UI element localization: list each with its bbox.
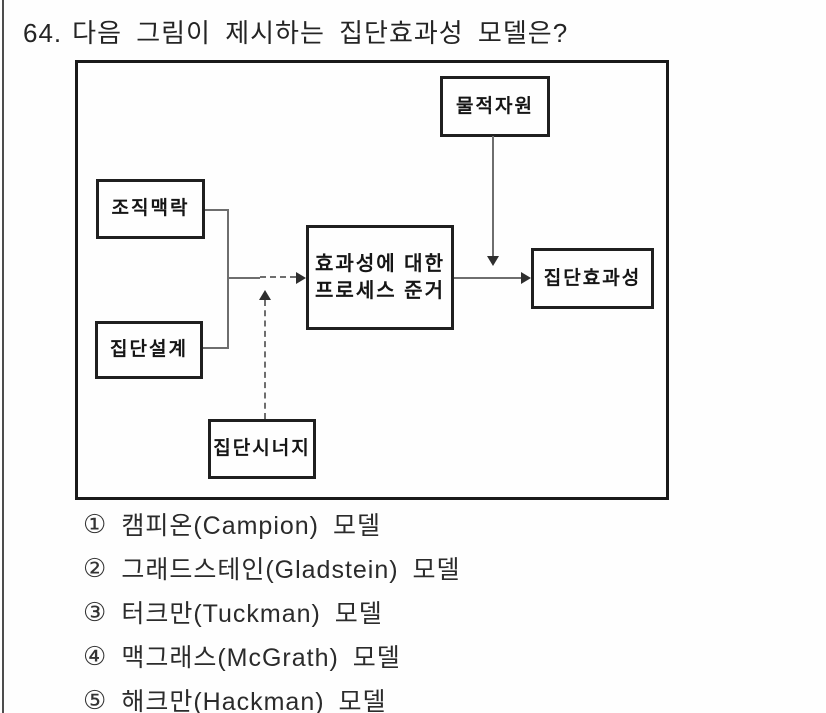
arrowhead-into-process-icon [296, 272, 306, 284]
box-label-line2: 프로세스 준거 [315, 279, 445, 302]
option-5-marker: ⑤ [83, 684, 108, 713]
arrowhead-physical-down-icon [487, 256, 499, 266]
diagram-box-physical-resources: 물적자원 [440, 76, 550, 137]
page-border-left [2, 0, 4, 713]
connector-junction-to-process-dashed [260, 276, 296, 278]
option-3-label: 터크만(Tuckman) 모델 [121, 600, 383, 628]
option-2: ② 그래드스테인(Gladstein) 모델 [83, 552, 683, 585]
arrowhead-synergy-up-icon [259, 290, 271, 300]
connector-synergy-dashed-up [264, 300, 266, 419]
connector-design-to-junction [203, 347, 229, 349]
box-label-line1: 효과성에 대한 [315, 252, 445, 275]
option-5-label: 해크만(Hackman) 모델 [121, 688, 387, 713]
box-label: 집단효과성 [543, 267, 642, 289]
diagram-frame: 물적자원 조직맥락 집단설계 집단시너지 효과성에 대한 프로세스 준거 집단효… [75, 60, 669, 500]
option-1-marker: ① [83, 508, 108, 539]
question-title: 64. 다음 그림이 제시하는 집단효과성 모델은? [23, 13, 568, 50]
option-3-marker: ③ [83, 596, 108, 627]
diagram-box-group-effectiveness: 집단효과성 [531, 248, 654, 309]
option-2-marker: ② [83, 552, 108, 583]
connector-junction-to-process-solid [227, 277, 260, 279]
question-text: 다음 그림이 제시하는 집단효과성 모델은? [72, 18, 569, 48]
diagram-box-organizational-context: 조직맥락 [96, 179, 205, 239]
option-4-label: 맥그래스(McGrath) 모델 [121, 644, 401, 672]
option-1-label: 캠피온(Campion) 모델 [121, 512, 381, 540]
connector-process-to-effectiveness [454, 277, 521, 279]
option-4: ④ 맥그래스(McGrath) 모델 [83, 640, 683, 673]
option-4-marker: ④ [83, 640, 108, 671]
options-list: ① 캠피온(Campion) 모델 ② 그래드스테인(Gladstein) 모델… [83, 508, 683, 713]
option-1: ① 캠피온(Campion) 모델 [83, 508, 683, 541]
box-label: 집단설계 [110, 339, 188, 361]
option-5: ⑤ 해크만(Hackman) 모델 [83, 684, 683, 713]
arrowhead-into-effectiveness-icon [521, 272, 531, 284]
option-2-label: 그래드스테인(Gladstein) 모델 [121, 556, 461, 584]
diagram-box-group-design: 집단설계 [95, 321, 203, 379]
diagram-box-process-criteria: 효과성에 대한 프로세스 준거 [306, 225, 454, 330]
box-label: 조직맥락 [111, 198, 190, 220]
connector-orgcontext-to-junction [205, 209, 229, 211]
question-number: 64. [23, 18, 63, 48]
box-label: 물적자원 [456, 95, 534, 117]
connector-junction-vertical [227, 209, 229, 349]
option-3: ③ 터크만(Tuckman) 모델 [83, 596, 683, 629]
box-label: 집단시너지 [213, 438, 311, 460]
diagram-box-group-synergy: 집단시너지 [208, 419, 316, 479]
connector-physical-resources-down [492, 136, 494, 256]
